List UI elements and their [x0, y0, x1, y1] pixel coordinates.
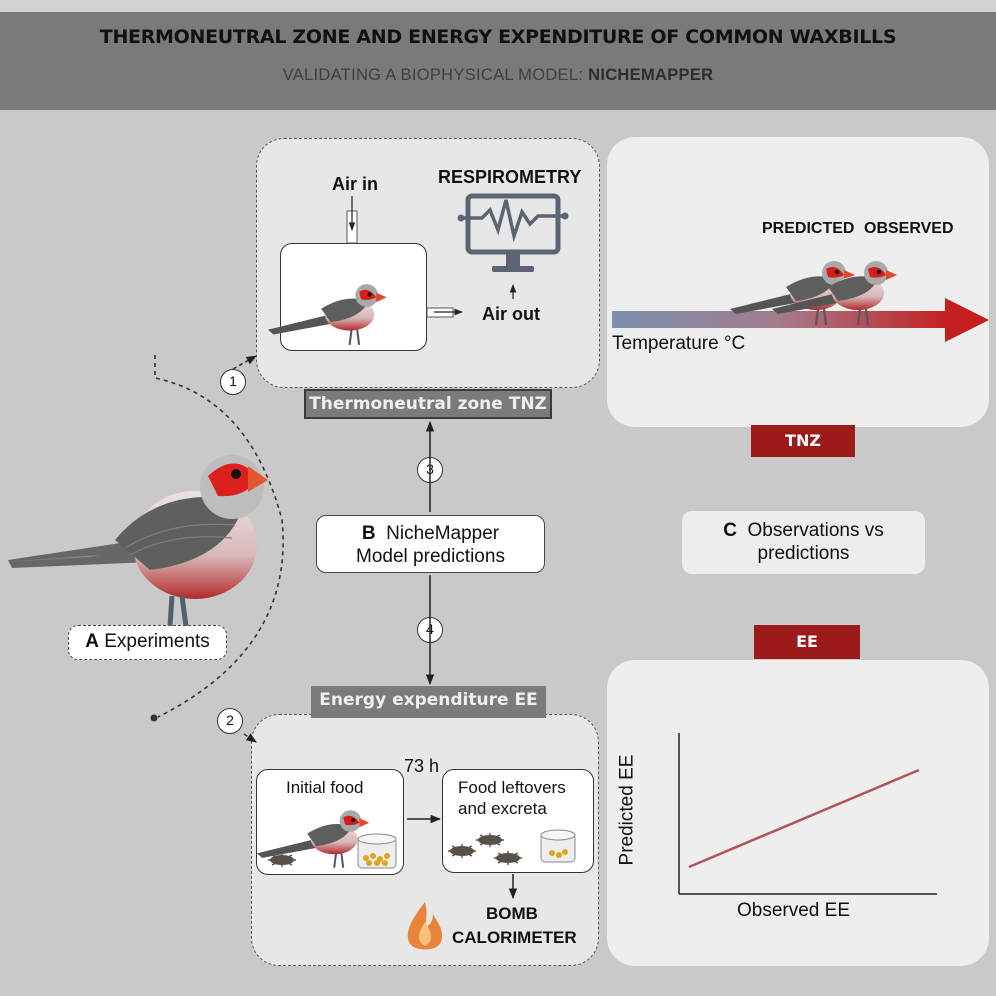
model-box: B NicheMapper Model predictions	[316, 515, 545, 573]
model-line1: B NicheMapper	[317, 522, 544, 545]
monitor-icon	[457, 193, 569, 272]
temperature-arrow-head	[945, 298, 989, 342]
page-subtitle: VALIDATING A BIOPHYSICAL MODEL: NICHEMAP…	[0, 66, 996, 85]
header-banner	[0, 12, 996, 110]
observed-label: OBSERVED	[864, 220, 954, 237]
top-band	[0, 0, 996, 12]
respirometry-chamber	[280, 243, 427, 351]
model-line2: Model predictions	[356, 546, 505, 567]
leftovers-label-2: and excreta	[458, 799, 547, 818]
subtitle-emphasis: NICHEMAPPER	[588, 66, 714, 84]
temperature-axis-label: Temperature °C	[612, 333, 746, 354]
ee-xlabel: Observed EE	[737, 900, 850, 921]
predicted-label: PREDICTED	[762, 220, 855, 237]
model-letter: B	[361, 523, 376, 544]
leftovers-label-1: Food leftovers	[458, 778, 566, 797]
tnz-zone-tag: Thermoneutral zone TNZ	[304, 389, 552, 419]
ee-zone-tag: Energy expenditure EE	[311, 686, 546, 718]
respirometry-title: RESPIROMETRY	[438, 167, 582, 187]
model-name: NicheMapper	[386, 523, 500, 544]
comparison-box: C Observations vs predictions	[682, 511, 925, 574]
initial-food-label: Initial food	[286, 778, 364, 797]
arc-to-calorimetry	[243, 733, 257, 743]
comparison-line2: predictions	[757, 543, 850, 564]
ee-trend-line	[688, 768, 920, 869]
page-title: THERMONEUTRAL ZONE AND ENERGY EXPENDITUR…	[99, 26, 897, 48]
ee-tag: EE	[754, 625, 860, 659]
air-out-label: Air out	[482, 304, 540, 324]
air-in-label: Air in	[332, 174, 379, 194]
experiments-box: A Experiments	[68, 625, 227, 660]
step-2-badge: 2	[217, 708, 243, 734]
comparison-text: Observations vs	[747, 520, 884, 541]
comparison-line1: C Observations vs	[682, 519, 925, 542]
bomb-label-1: BOMB	[486, 904, 538, 923]
ee-panel	[607, 660, 989, 966]
large-bird	[5, 455, 268, 627]
comparison-letter: C	[723, 520, 737, 541]
arc-to-respirometry	[232, 355, 257, 370]
experiment-arc	[154, 355, 284, 718]
flame-icon	[407, 902, 443, 950]
experiments-label: Experiments	[104, 631, 210, 652]
subtitle-prefix: VALIDATING A BIOPHYSICAL MODEL:	[282, 66, 589, 84]
tnz-tag: TNZ	[751, 425, 855, 457]
duration-label: 73 h	[404, 756, 440, 776]
bomb-label-2: CALORIMETER	[452, 928, 577, 947]
experiments-letter: A	[85, 631, 99, 652]
step-1-badge: 1	[220, 369, 246, 395]
temperature-arrow-shaft	[612, 311, 952, 328]
